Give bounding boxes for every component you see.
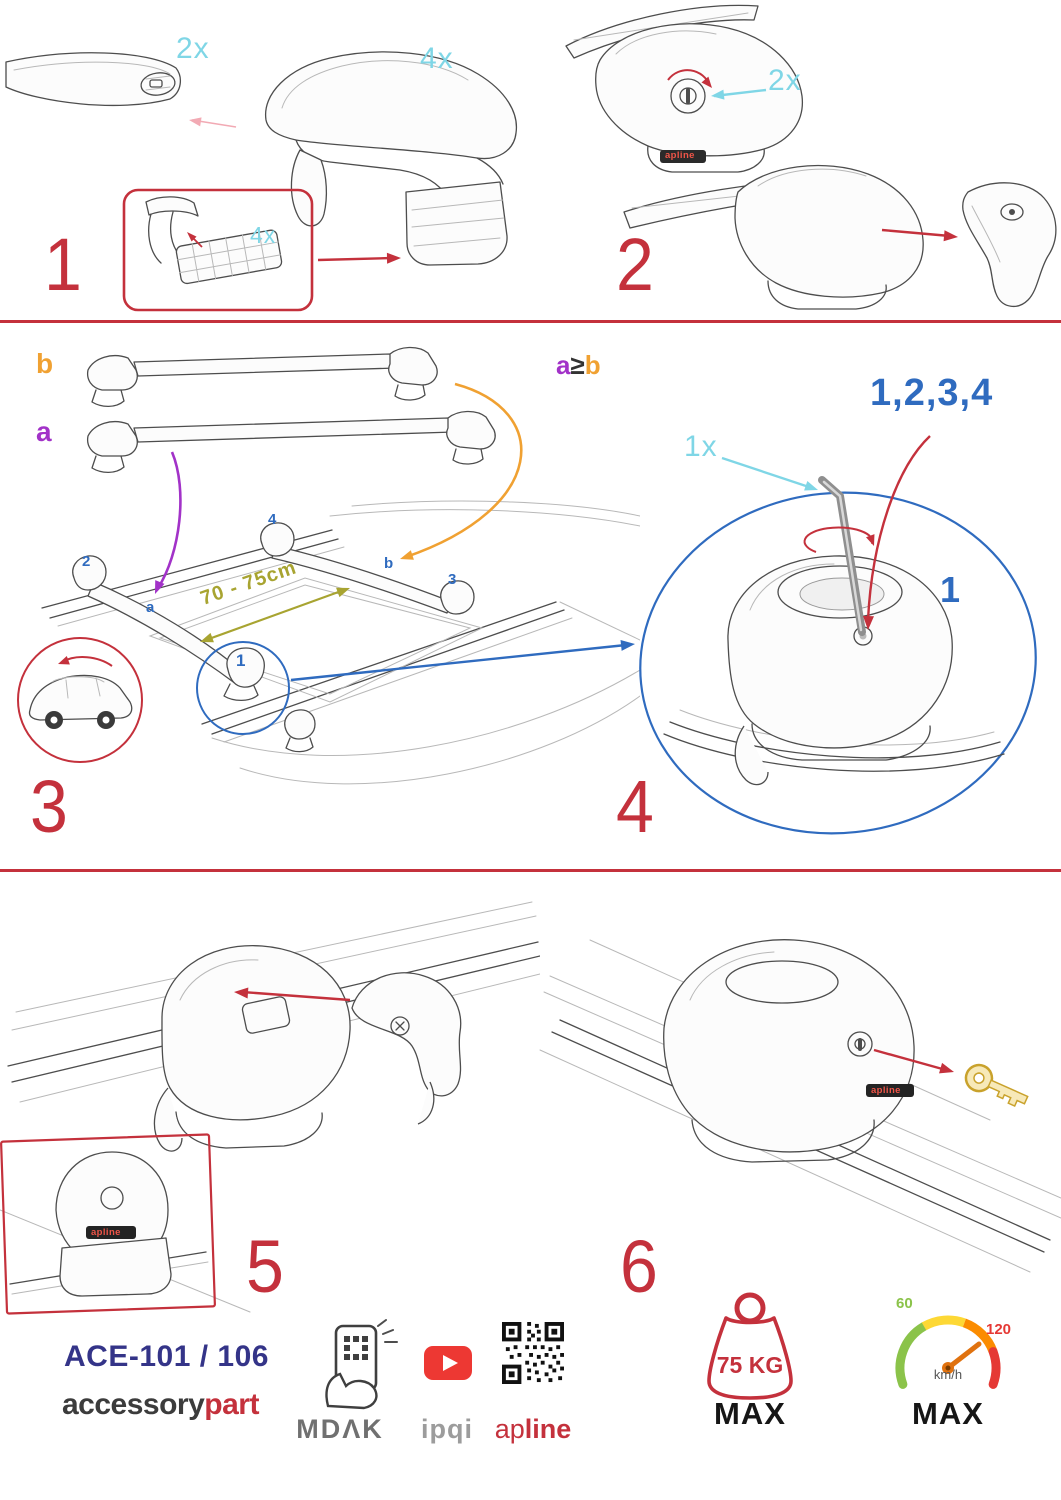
max-load-value: 75 KG bbox=[716, 1352, 784, 1378]
key-illustration bbox=[964, 1063, 1029, 1108]
apline-logo-inset: apline bbox=[91, 1227, 121, 1238]
roof-pos-b: b bbox=[384, 555, 394, 572]
qty-feet: 4x bbox=[420, 42, 454, 75]
max-load-icon bbox=[707, 1292, 793, 1400]
roof-pos-1: 1 bbox=[236, 651, 246, 670]
pad-inset-illustration bbox=[122, 188, 314, 312]
qty-allen-key: 1x bbox=[684, 430, 718, 463]
apline-logo-foot-2: apline bbox=[871, 1085, 901, 1096]
step6-number: 6 bbox=[620, 1225, 658, 1308]
order-first: 1 bbox=[940, 569, 961, 610]
footer-section: ACE-101 / 106 accessorypart MDΛK ipqi bbox=[0, 1280, 1061, 1500]
foot-illustration bbox=[264, 51, 518, 266]
locked-inset-illustration bbox=[0, 1133, 216, 1315]
step2-section: 2x apline 2 bbox=[560, 0, 1061, 322]
apline-logo: apline bbox=[486, 1416, 580, 1443]
speed-low-label: 60 bbox=[896, 1295, 913, 1312]
step1-section: 2x 4x 4x 1 bbox=[0, 0, 560, 322]
step5-section: apline 5 bbox=[0, 880, 540, 1325]
rule-a: a bbox=[556, 350, 571, 380]
brand-part: part bbox=[204, 1388, 259, 1421]
roof-pos-4: 4 bbox=[268, 511, 277, 528]
tightening-order: 1,2,3,4 bbox=[870, 372, 994, 414]
apline-logo-foot: apline bbox=[665, 150, 695, 161]
speedometer-icon bbox=[895, 1315, 1001, 1389]
qty-crossbars: 2x bbox=[176, 32, 210, 65]
youtube-icon bbox=[424, 1346, 472, 1380]
mdak-logo: MDΛK bbox=[296, 1414, 384, 1444]
max-load-label: MAX bbox=[714, 1396, 786, 1431]
brand-accessory: accessory bbox=[62, 1388, 205, 1421]
step6-drawing bbox=[539, 939, 1061, 1273]
qty-locks: 2x bbox=[768, 64, 802, 97]
apline-line: line bbox=[524, 1414, 572, 1444]
rule-b: b bbox=[584, 350, 601, 380]
foot-slide-illustration bbox=[153, 945, 462, 1152]
ipqi-logo: ipqi bbox=[421, 1414, 473, 1444]
step3-drawing bbox=[17, 346, 640, 785]
section-divider-2 bbox=[0, 869, 1061, 872]
step3-number: 3 bbox=[30, 765, 68, 848]
qty-pads: 4x bbox=[250, 222, 277, 248]
roof-pos-2: 2 bbox=[82, 553, 91, 570]
car-inset-illustration bbox=[17, 637, 143, 763]
speed-unit-label: km/h bbox=[933, 1367, 963, 1382]
foot-detail-illustration bbox=[663, 476, 1005, 786]
crossbar-b-illustration bbox=[86, 346, 438, 408]
rule-op: ≥ bbox=[570, 350, 585, 380]
foot-lock-illustration bbox=[565, 4, 803, 173]
phone-qr-scan-icon bbox=[325, 1319, 398, 1410]
step3-section: b a a≥b 70 - 75cm 2 4 b 3 a 1 3 bbox=[0, 340, 640, 870]
max-speed-label: MAX bbox=[912, 1396, 984, 1431]
speed-high-label: 120 bbox=[986, 1321, 1012, 1338]
step1-number: 1 bbox=[44, 223, 82, 306]
roof-pos-a: a bbox=[146, 599, 155, 616]
crossbar-a-illustration bbox=[86, 410, 496, 474]
step2-drawing bbox=[565, 4, 1057, 310]
bar-endcap-illustration bbox=[623, 164, 1057, 310]
bar-a-label: a bbox=[36, 416, 52, 447]
brand-logo: accessorypart bbox=[62, 1390, 259, 1420]
rule-a-geq-b: a≥b bbox=[556, 352, 601, 378]
bar-b-label: b bbox=[36, 348, 54, 379]
step5-number: 5 bbox=[246, 1225, 284, 1308]
step1-drawing bbox=[5, 51, 518, 312]
step5-drawing bbox=[0, 901, 540, 1315]
section-divider-1 bbox=[0, 320, 1061, 323]
step4-number: 4 bbox=[616, 765, 654, 848]
step4-section: 1,2,3,4 1x 1 4 bbox=[600, 340, 1061, 870]
step4-drawing bbox=[639, 435, 1037, 835]
apline-ap: ap bbox=[494, 1414, 525, 1444]
roof-pos-3: 3 bbox=[448, 571, 457, 588]
crossbar-illustration bbox=[5, 52, 181, 107]
foot-key-illustration bbox=[663, 939, 915, 1163]
step2-number: 2 bbox=[616, 223, 654, 306]
qr-code bbox=[502, 1322, 564, 1384]
model-number: ACE-101 / 106 bbox=[64, 1340, 269, 1373]
step6-section: apline 6 bbox=[530, 880, 1061, 1325]
roof-illustration bbox=[41, 500, 640, 785]
